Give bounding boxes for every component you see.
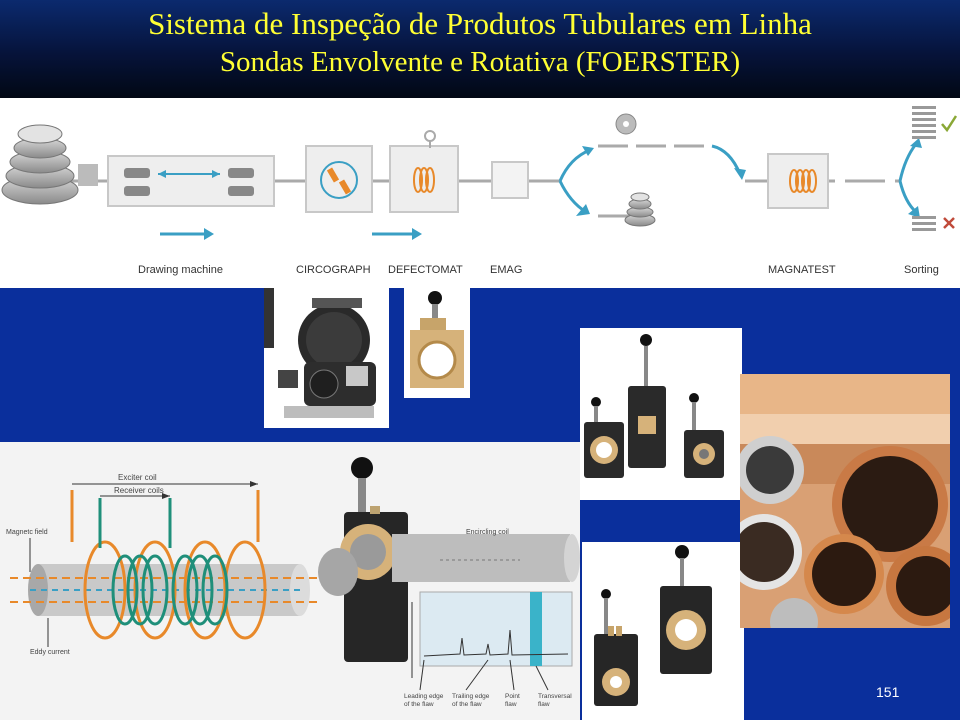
sorting-arrows-icon <box>898 138 922 218</box>
defectomat-icon <box>389 130 459 213</box>
copper-tubes-photo <box>740 374 950 628</box>
test-tube <box>38 564 300 616</box>
stage-label-magnatest: MAGNATEST <box>768 264 836 276</box>
branch-arrows-icon <box>558 144 746 218</box>
wire-coil-icon <box>1 124 98 205</box>
circograph-icon <box>305 145 373 213</box>
exciter-coil-label: Exciter coil <box>118 473 157 482</box>
eddy-current-diagram: Exciter coil Receiver coils Magnetc fiel… <box>0 442 580 720</box>
accept-check-icon <box>941 115 958 133</box>
point-flaw-label: Point flaw <box>505 693 522 708</box>
accepted-stack-icon <box>912 106 936 139</box>
exciter-coil <box>70 490 267 640</box>
stage-label-circograph: CIRCOGRAPH <box>296 264 371 276</box>
saw-blade-icon <box>615 113 637 135</box>
stage-label-defectomat: DEFECTOMAT <box>388 264 463 276</box>
slide-subtitle: Sondas Envolvente e Rotativa (FOERSTER) <box>219 46 741 78</box>
transversal-flaw-label: Transversal flaw <box>538 693 574 708</box>
page-number: 151 <box>876 684 900 700</box>
flow-arrow-icon <box>160 228 422 240</box>
emag-icon <box>491 161 529 199</box>
magnatest-icon <box>767 153 829 209</box>
slide-title: Sistema de Inspeção de Produtos Tubulare… <box>148 6 812 41</box>
process-flow-diagram: Drawing machine CIRCOGRAPH DEFECTOMAT EM… <box>0 98 960 288</box>
stage-label-sorting: Sorting <box>904 264 939 276</box>
encircling-coil-label: Encircling coil <box>466 529 509 536</box>
drawing-machine-icon <box>107 155 275 207</box>
leading-edge-label: Leading edge of the flaw <box>404 693 445 708</box>
trailing-edge-label: Trailing edge of the flaw <box>452 693 491 708</box>
reject-cross-icon <box>943 217 955 229</box>
slide-header: Sistema de Inspeção de Produtos Tubulare… <box>0 0 960 98</box>
stage-label-emag: EMAG <box>490 264 523 276</box>
circograph-photo <box>264 288 389 428</box>
encircling-probes-photo <box>580 328 742 500</box>
stage-label-drawing-machine: Drawing machine <box>138 264 223 276</box>
rejected-stack-icon <box>912 216 936 231</box>
process-flow-graphic <box>1 106 958 240</box>
defectomat-photo <box>404 288 470 398</box>
signal-chart <box>419 591 573 667</box>
receiver-coils <box>98 498 229 626</box>
magnetic-field-label: Magnetc field <box>6 529 48 536</box>
receiver-coils-label: Receiver coils <box>114 486 164 495</box>
rotating-probes-photo <box>582 542 744 720</box>
small-coil-icon <box>624 192 656 227</box>
eddy-current-label: Eddy current <box>30 649 70 656</box>
